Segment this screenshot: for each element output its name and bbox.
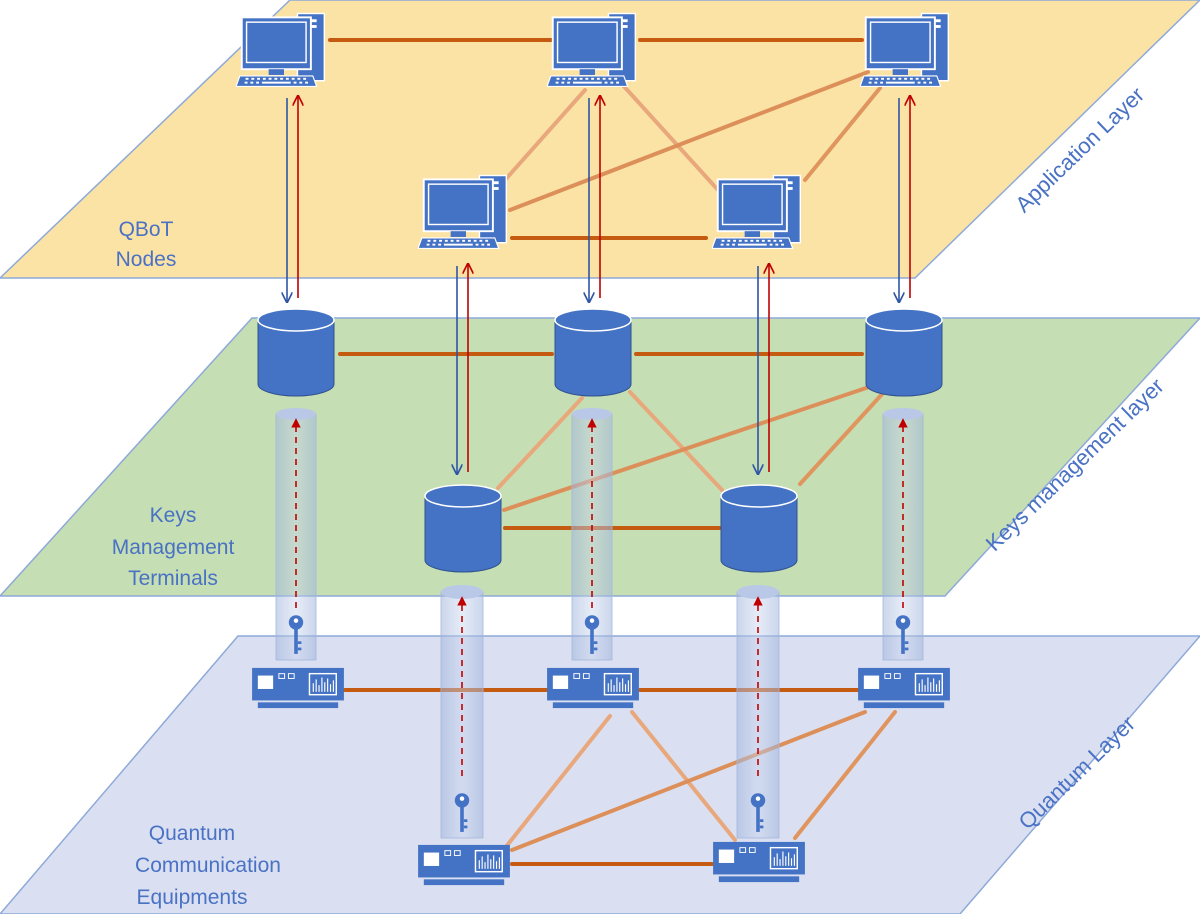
qbot-node-5-desktop-computer-icon [712,174,802,250]
quantum-side-label: Quantum Communication Equipments [135,822,281,909]
qbot-node-3-desktop-computer-icon [860,12,950,88]
application-label-line-1: QBoT [119,218,174,241]
keys-terminal-3-database-cylinder-icon [865,308,943,397]
application-label-line-2: Nodes [116,248,177,271]
application-key-request-arrows [287,96,910,474]
quantum-label-line-2: Communication [135,854,281,877]
keys-terminal-1-database-cylinder-icon [257,308,335,397]
quantum-label-line-1: Quantum [149,822,235,845]
keys-side-label: Keys Management Terminals [112,504,235,590]
quantum-label-line-3: Equipments [137,886,248,909]
keys-label-line-1: Keys [150,504,197,527]
keys-label-line-2: Management [112,536,235,559]
key-flow-arrows [291,418,908,776]
application-side-label: QBoT Nodes [116,218,177,271]
qbot-node-4-desktop-computer-icon [418,174,508,250]
qbot-node-1-desktop-computer-icon [236,12,326,88]
keys-terminal-2-database-cylinder-icon [554,308,632,397]
qbot-node-2-desktop-computer-icon [547,12,637,88]
keys-terminal-4-database-cylinder-icon [424,484,502,573]
keys-label-line-3: Terminals [128,567,218,590]
keys-terminal-5-database-cylinder-icon [720,484,798,573]
keys-links [338,352,886,530]
application-links [328,38,882,240]
